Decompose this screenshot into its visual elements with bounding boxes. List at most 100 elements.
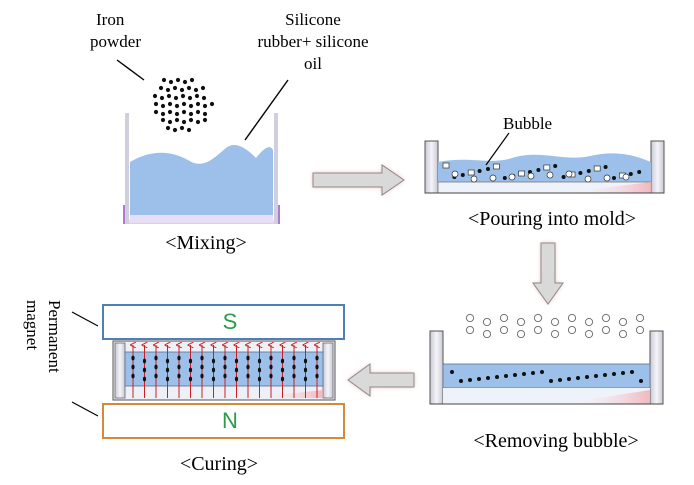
iron-particle: [522, 372, 526, 376]
bubble: [533, 325, 543, 335]
iron-particle: [159, 95, 165, 101]
iron-particle: [502, 176, 507, 180]
iron-particle: [567, 377, 571, 381]
removing-particles: [450, 370, 643, 383]
iron-particle: [186, 85, 192, 91]
iron-particle: [154, 373, 158, 379]
iron-particle: [189, 77, 195, 83]
iron-particle: [639, 379, 643, 383]
iron-particle: [246, 364, 250, 370]
bubble: [618, 317, 628, 327]
bubble: [567, 313, 577, 323]
iron-particle: [578, 171, 583, 175]
iron-particle: [315, 355, 319, 361]
iron-particle: [173, 95, 179, 101]
iron-particle: [486, 167, 490, 171]
iron-particle: [165, 87, 171, 93]
iron-particle: [154, 355, 158, 361]
bubble: [442, 162, 450, 169]
iron-particle: [195, 101, 201, 107]
iron-particle-chains: [131, 355, 319, 382]
iron-particle: [315, 373, 319, 379]
iron-particle: [188, 358, 193, 364]
iron-particle: [174, 103, 180, 109]
permanent-magnet-leader-bottom: [71, 401, 99, 417]
bubble: [508, 173, 516, 181]
iron-particle: [179, 87, 185, 93]
iron-particle: [621, 371, 625, 375]
bubble: [499, 325, 509, 335]
silicone-label-line2: rubber+ silicone: [257, 32, 369, 51]
iron-particle: [612, 176, 616, 180]
iron-particle: [193, 87, 199, 93]
bubble: [635, 325, 645, 335]
iron-particle: [167, 109, 173, 115]
iron-particle: [246, 373, 250, 379]
iron-particle: [142, 367, 147, 373]
iron-particle: [468, 378, 472, 382]
iron-particle: [131, 355, 135, 361]
arrow-to-pouring: [312, 164, 405, 196]
bubble: [593, 165, 601, 172]
removing-mold: [429, 330, 664, 405]
iron-particle: [603, 165, 608, 169]
iron-particle: [477, 169, 482, 173]
permanent-label-line2: magnet: [23, 300, 42, 351]
iron-particle: [223, 373, 227, 379]
iron-particle: [486, 376, 490, 380]
iron-particle: [303, 367, 308, 373]
step-pouring: <Pouring into mold>: [467, 208, 637, 230]
bubble: [493, 163, 500, 170]
bubble: [467, 169, 475, 176]
iron-particle: [200, 373, 204, 379]
iron-particle: [168, 79, 174, 85]
mixing-beaker: [123, 113, 280, 224]
curing-assembly: [102, 304, 345, 439]
bubble: [584, 317, 594, 327]
iron-particle: [211, 358, 216, 364]
iron-particle: [292, 364, 296, 370]
bubble: [584, 329, 594, 339]
bubble-leader: [485, 132, 510, 166]
iron-particle: [188, 111, 194, 117]
iron-particle: [269, 373, 273, 379]
iron-particle: [594, 374, 598, 378]
iron-particle: [194, 93, 200, 99]
iron-particle: [177, 355, 181, 361]
north-magnet: [102, 403, 345, 439]
iron-particle: [257, 358, 262, 364]
bubble: [635, 313, 645, 323]
silicone-label-line1: Silicone: [285, 10, 341, 29]
iron-particle: [152, 93, 158, 99]
iron-particle: [181, 109, 187, 115]
step-curing: <Curing>: [179, 453, 259, 475]
bubble: [451, 170, 459, 178]
iron-powder-leader: [116, 59, 145, 81]
iron-particle: [234, 376, 239, 382]
iron-particle: [246, 355, 250, 361]
iron-particle: [269, 355, 273, 361]
iron-particle: [131, 364, 135, 370]
bubble: [465, 313, 475, 323]
iron-particle: [586, 169, 591, 173]
iron-particle: [280, 367, 285, 373]
iron-particle: [177, 373, 181, 379]
iron-particle: [172, 127, 178, 133]
iron-particle: [195, 109, 201, 115]
iron-label-line2: powder: [90, 32, 141, 51]
iron-particle: [477, 377, 481, 381]
iron-particle: [202, 117, 208, 123]
iron-particle: [211, 367, 216, 373]
iron-particle: [174, 117, 180, 123]
iron-particle: [160, 103, 166, 109]
bubble: [499, 313, 509, 323]
iron-particle: [153, 101, 159, 107]
iron-particle: [460, 173, 465, 177]
iron-particle: [280, 376, 285, 382]
iron-particle: [154, 364, 158, 370]
iron-particle: [167, 119, 173, 125]
bubble: [601, 313, 611, 323]
bubble: [584, 175, 592, 183]
bubble: [482, 317, 492, 327]
iron-particle: [234, 358, 239, 364]
